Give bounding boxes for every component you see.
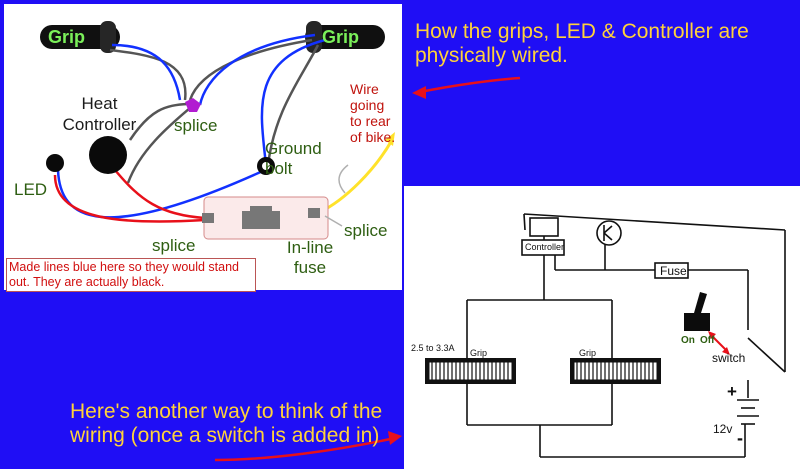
battery-plus: + [727, 382, 737, 401]
right-splice-pointer [324, 215, 343, 227]
schematic-panel [404, 186, 800, 469]
schematic-grip-left-label: Grip [470, 348, 488, 358]
switch-red-arrow [711, 335, 727, 351]
switch-off-label: Off [700, 335, 715, 346]
led-wire-red [53, 174, 206, 223]
controller-wire-grey [128, 102, 189, 141]
toggle-switch-lever [694, 292, 707, 313]
schematic-fuse-label: Fuse [660, 264, 687, 278]
inline-fuse-label: In-line fuse [286, 238, 334, 277]
right-grip-shape [305, 25, 385, 49]
splice-left-marker [202, 213, 214, 223]
toggle-switch-body [684, 313, 710, 331]
physical-wiring-panel [4, 4, 402, 290]
grip-left-wire-blue [111, 43, 182, 101]
schematic-range-label: 2.5 to 3.3A [411, 343, 455, 353]
switch-on-label: On [681, 335, 695, 346]
heat-controller-knob [89, 136, 127, 174]
splice-left-label: splice [152, 236, 196, 255]
ground-wire-grey [266, 44, 320, 166]
battery-minus: - [737, 428, 743, 448]
switch-red-arrow-head-1 [708, 331, 716, 339]
arrow-bottom-caption-head [388, 431, 402, 445]
fuse-body [242, 211, 280, 229]
left-grip-cap [100, 21, 116, 53]
controller-wire-red [114, 169, 206, 220]
schematic-grip-hatching [431, 362, 654, 380]
heat-controller-label: Heat Controller [62, 94, 137, 134]
schematic-grip-right-label: Grip [579, 348, 597, 358]
splice-top-marker [185, 98, 201, 112]
arrow-top-caption-head [412, 86, 426, 99]
grip-left-label: Grip [48, 27, 86, 47]
splice-top-label: splice [174, 116, 218, 135]
schematic-controller-label: Controller [525, 242, 565, 252]
switch-red-arrow-head-2 [722, 347, 730, 355]
schematic-grip-left [425, 358, 516, 384]
ground-wire-blue [260, 38, 326, 166]
fuse-body-top [250, 206, 272, 214]
schematic-wires [466, 213, 786, 458]
ground-bolt-label: Ground bolt [265, 139, 322, 178]
splice-right-label: splice [344, 221, 388, 240]
arrow-top-caption [419, 76, 521, 94]
blue-lines-note: Made lines blue here so they would stand… [6, 258, 256, 292]
grip-right-label: Grip [322, 27, 360, 47]
ground-bolt-hole [262, 162, 270, 170]
ground-wire-pointer [338, 164, 349, 194]
wire-rear-note: Wire going to rear of bike. [350, 81, 396, 145]
schematic-grip-right [570, 358, 661, 384]
splice-right-marker [308, 208, 320, 218]
physical-wiring-caption: How the grips, LED & Controller are phys… [415, 20, 749, 67]
arrow-bottom-caption [214, 436, 396, 462]
switch-label: switch [712, 351, 746, 365]
led-label: LED [14, 180, 48, 199]
rear-wire-arrowhead [385, 132, 395, 146]
grip-right-wire-blue [198, 33, 316, 106]
battery-voltage-label: 12v [713, 422, 733, 436]
led-light [46, 154, 64, 172]
controller-wire-grey-2 [126, 107, 191, 184]
schematic-caption: Here's another way to think of the wirin… [70, 400, 383, 447]
